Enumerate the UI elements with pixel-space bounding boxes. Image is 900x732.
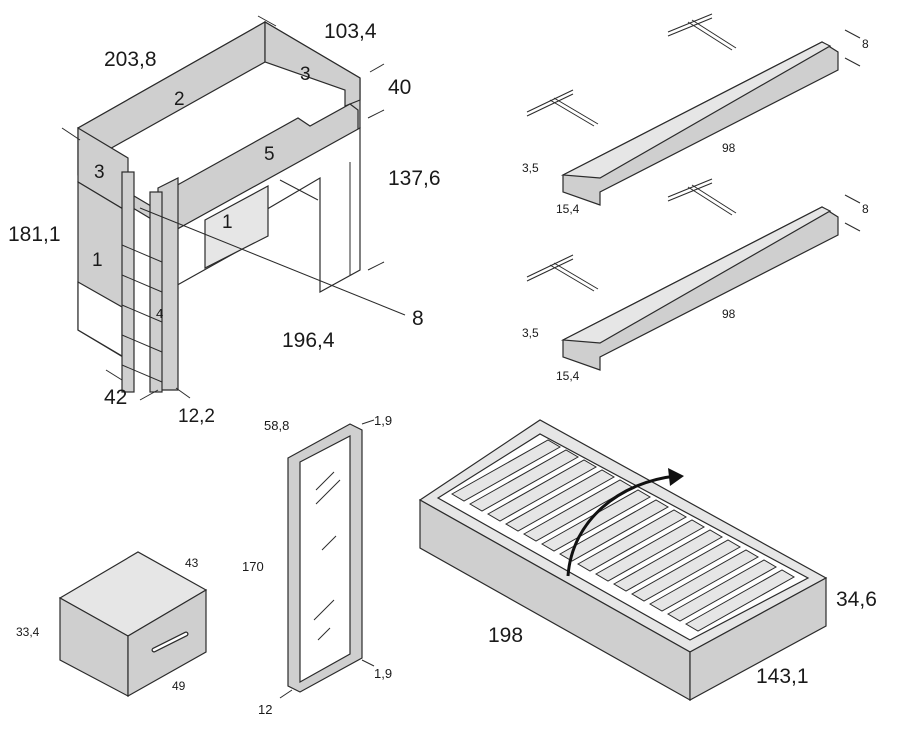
- mirror: 58,8 1,9 170 1,9 12: [242, 413, 392, 717]
- dim-shelf-lip: 3,5: [522, 326, 539, 340]
- part-number: 3: [300, 64, 311, 85]
- dim-trundle-length: 198: [488, 624, 523, 647]
- shelf-body: [562, 41, 839, 206]
- dim-ladder-width: 12,2: [178, 406, 215, 427]
- slats: [450, 439, 796, 632]
- dim-nightstand-depth: 43: [185, 556, 199, 570]
- part-number: 1: [222, 212, 233, 233]
- bracket: [526, 254, 599, 292]
- dim-shelf-length: 98: [722, 141, 736, 155]
- desk-block: [204, 184, 269, 269]
- loft-bed: 2 3 3 5 1 1 4 203,8 103,4 181,1 40 137,6…: [8, 15, 441, 427]
- fold-arrow-head: [668, 468, 684, 486]
- dim-rail: 40: [388, 76, 411, 99]
- part-number: 2: [174, 89, 185, 110]
- dim-nightstand-width: 49: [172, 679, 186, 693]
- dim-callout: 8: [412, 307, 424, 330]
- fold-arrow: [566, 474, 677, 577]
- dim-width: 103,4: [324, 20, 377, 43]
- right-end-panel: [264, 20, 361, 107]
- dim-nightstand-height: 33,4: [16, 625, 40, 639]
- shelf-1: 98 8 3,5 15,4: [522, 13, 869, 216]
- shelf-2: 98 8 3,5 15,4: [522, 178, 869, 383]
- trundle-side: [689, 576, 827, 702]
- dim-mirror-depth: 12: [258, 702, 272, 717]
- dim-trundle-height: 34,6: [836, 588, 877, 611]
- dim-shelf-height: 8: [862, 202, 869, 216]
- dim-diagonal: 196,4: [282, 329, 335, 352]
- part-number: 3: [94, 162, 105, 183]
- nightstand: 43 33,4 49: [16, 551, 208, 698]
- dim-height: 181,1: [8, 223, 61, 246]
- trundle-bed: 198 34,6 143,1: [418, 419, 877, 702]
- shelf-body: [562, 206, 839, 371]
- dim-mirror-height: 170: [242, 559, 264, 574]
- callout-leader: [139, 207, 406, 316]
- dim-length: 203,8: [104, 48, 157, 71]
- part-number: 4: [156, 306, 163, 321]
- shelf-top: [560, 41, 832, 179]
- part-number: 5: [264, 144, 275, 165]
- ladder: [121, 171, 163, 393]
- bracket: [526, 89, 599, 127]
- part-number: 1: [92, 250, 103, 271]
- dim-mirror-width: 58,8: [264, 418, 289, 433]
- dim-shelf-depth: 15,4: [556, 202, 580, 216]
- bracket: [667, 13, 737, 51]
- dim-mirror-frame-top: 1,9: [374, 413, 392, 428]
- dim-shelf-height: 8: [862, 37, 869, 51]
- dim-trundle-width: 143,1: [756, 665, 809, 688]
- dim-shelf-length: 98: [722, 307, 736, 321]
- dim-mirror-frame-bottom: 1,9: [374, 666, 392, 681]
- dim-shelf-depth: 15,4: [556, 369, 580, 383]
- dim-shelf-lip: 3,5: [522, 161, 539, 175]
- shelf-top: [560, 206, 832, 344]
- bracket: [667, 178, 737, 216]
- dim-under-height: 137,6: [388, 167, 441, 190]
- mirror-glass: [299, 435, 351, 684]
- dim-step-depth: 42: [104, 386, 127, 409]
